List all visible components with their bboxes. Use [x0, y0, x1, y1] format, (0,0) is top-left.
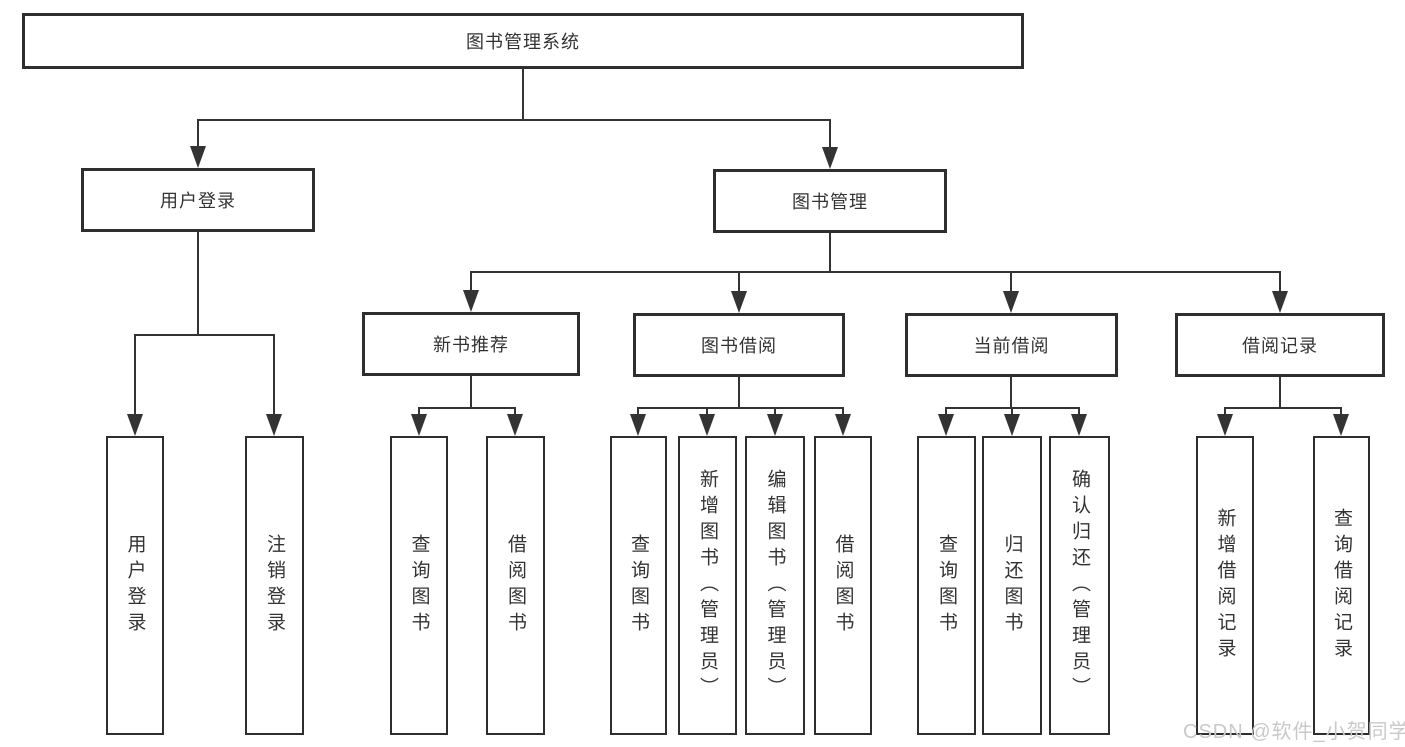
leaf-label: 编辑图书（管理员） — [764, 468, 786, 703]
leaf-label: 新增图书（管理员） — [697, 468, 718, 703]
connector-drop — [706, 407, 708, 417]
connector-nbr-bar — [418, 407, 516, 409]
connector-drop-leaf-user-login — [134, 334, 136, 416]
leaf-nbr-query-books: 查询图书 — [390, 436, 448, 735]
connector-br-bar — [1224, 407, 1342, 409]
csdn-watermark: CSDN @软件_小贺同学 — [1183, 721, 1405, 743]
connector-drop — [1011, 407, 1013, 417]
connector-drop-new-book-recommend — [470, 271, 472, 293]
connector-bb-stem — [738, 377, 740, 409]
leaf-label: 注销登录 — [264, 533, 285, 638]
leaf-label: 确认归还（管理员） — [1069, 468, 1090, 703]
leaf-nbr-borrow-books: 借阅图书 — [486, 436, 545, 735]
leaf-label: 查询图书 — [936, 533, 957, 638]
node-label: 借阅记录 — [1242, 336, 1318, 356]
arrow-down-icon — [1272, 291, 1288, 313]
arrow-down-icon — [507, 414, 523, 436]
connector-drop-user-login — [197, 119, 199, 148]
connector-drop — [1078, 407, 1080, 417]
connector-book-management-stem — [829, 233, 831, 273]
arrow-down-icon — [1003, 291, 1019, 313]
leaf-label: 归还图书 — [1001, 533, 1023, 638]
connector-br-stem — [1279, 377, 1281, 409]
connector-drop — [1340, 407, 1342, 417]
connector-drop — [774, 407, 776, 417]
leaf-bb-add-books-admin: 新增图书（管理员） — [678, 436, 737, 735]
leaf-label: 新增借阅记录 — [1214, 507, 1236, 664]
arrow-down-icon — [1217, 414, 1233, 436]
arrow-down-icon — [127, 414, 143, 436]
leaf-br-add-borrow-record: 新增借阅记录 — [1196, 436, 1254, 735]
connector-drop-book-management — [829, 119, 831, 148]
node-label: 图书管理系统 — [466, 32, 580, 52]
arrow-down-icon — [630, 414, 646, 436]
leaf-br-query-borrow-record: 查询借阅记录 — [1313, 436, 1370, 735]
connector-drop-borrowing-records — [1279, 271, 1281, 293]
connector-drop-current-borrowing — [1010, 271, 1012, 293]
connector-cb-stem — [1010, 377, 1012, 409]
leaf-bb-edit-books-admin: 编辑图书（管理员） — [745, 436, 805, 735]
node-label: 图书管理 — [792, 192, 868, 212]
node-label: 新书推荐 — [433, 335, 509, 355]
arrow-down-icon — [731, 291, 747, 313]
arrow-down-icon — [463, 290, 479, 312]
connector-drop — [637, 407, 639, 417]
node-label: 用户登录 — [160, 191, 236, 211]
connector-level1-bar — [198, 119, 831, 121]
leaf-label: 用户登录 — [124, 533, 146, 638]
arrow-down-icon — [1333, 414, 1349, 436]
leaf-cb-query-books: 查询图书 — [917, 436, 976, 735]
node-new-book-recommend: 新书推荐 — [362, 312, 580, 376]
connector-level2-bar — [470, 271, 1281, 273]
arrow-down-icon — [1071, 414, 1087, 436]
arrow-down-icon — [411, 414, 427, 436]
connector-root-stem — [522, 69, 524, 120]
node-book-borrowing: 图书借阅 — [633, 313, 845, 377]
leaf-logout: 注销登录 — [245, 436, 304, 735]
leaf-label: 查询图书 — [628, 533, 649, 638]
leaf-cb-return-books: 归还图书 — [982, 436, 1042, 735]
node-user-login: 用户登录 — [81, 168, 315, 232]
leaf-bb-query-books: 查询图书 — [610, 436, 667, 735]
leaf-label: 借阅图书 — [505, 533, 526, 638]
leaf-label: 借阅图书 — [832, 533, 854, 638]
arrow-down-icon — [767, 414, 783, 436]
arrow-down-icon — [938, 414, 954, 436]
connector-drop — [842, 407, 844, 417]
connector-drop — [945, 407, 947, 417]
leaf-label: 查询借阅记录 — [1331, 507, 1352, 664]
node-current-borrowing: 当前借阅 — [905, 313, 1118, 377]
node-label: 图书借阅 — [701, 336, 777, 356]
arrow-down-icon — [190, 146, 206, 168]
connector-drop-book-borrowing — [738, 271, 740, 293]
connector-bb-bar — [637, 407, 844, 409]
connector-drop — [1224, 407, 1226, 417]
leaf-bb-borrow-books: 借阅图书 — [814, 436, 872, 735]
leaf-label: 查询图书 — [408, 533, 430, 638]
connector-drop-leaf-logout — [273, 334, 275, 416]
connector-drop — [418, 407, 420, 417]
leaf-cb-confirm-return-admin: 确认归还（管理员） — [1049, 436, 1110, 735]
leaf-user-login: 用户登录 — [106, 436, 164, 735]
connector-user-login-stem — [197, 232, 199, 336]
connector-nbr-stem — [470, 376, 472, 409]
arrow-down-icon — [699, 414, 715, 436]
arrow-down-icon — [266, 414, 282, 436]
connector-user-login-bar — [134, 334, 275, 336]
arrow-down-icon — [1004, 414, 1020, 436]
node-root-library-management-system: 图书管理系统 — [22, 13, 1024, 69]
node-book-management: 图书管理 — [713, 169, 947, 233]
arrow-down-icon — [822, 147, 838, 169]
connector-drop — [514, 407, 516, 417]
node-borrowing-records: 借阅记录 — [1175, 313, 1385, 377]
arrow-down-icon — [835, 414, 851, 436]
node-label: 当前借阅 — [973, 336, 1050, 356]
